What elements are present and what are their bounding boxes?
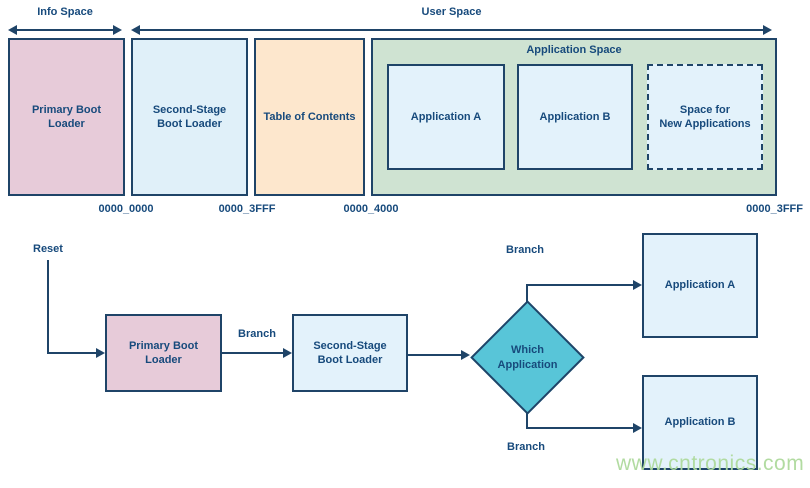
decision-which-application: Which Application xyxy=(470,300,585,415)
reset-label: Reset xyxy=(33,243,63,255)
branch-label-1: Branch xyxy=(238,328,276,340)
user-space-label: User Space xyxy=(421,6,482,18)
reset-connector-horizontal xyxy=(47,352,97,354)
flow-application-b: Application B xyxy=(642,375,758,470)
info-space-label: Info Space xyxy=(37,6,93,18)
user-space-arrowhead-right-icon xyxy=(763,25,772,35)
decision-arrow-head-icon xyxy=(461,350,470,360)
slot-application-b: Application B xyxy=(517,64,633,170)
flow-second-stage-boot-loader: Second-Stage Boot Loader xyxy=(292,314,408,392)
branch-top-vertical xyxy=(526,285,528,303)
watermark-text: www.cntronics.com xyxy=(616,452,805,475)
region-primary-boot-loader: Primary Boot Loader xyxy=(8,38,125,196)
address-0000-3fff: 0000_3FFF xyxy=(218,203,276,215)
region-table-of-contents: Table of Contents xyxy=(254,38,365,196)
branch-bottom-vertical xyxy=(526,412,528,429)
user-space-arrowhead-left-icon xyxy=(131,25,140,35)
info-space-arrowhead-left-icon xyxy=(8,25,17,35)
branch-label-bottom: Branch xyxy=(507,441,545,453)
branch-label-top: Branch xyxy=(506,244,544,256)
decision-arrow-line xyxy=(408,354,462,356)
address-0000-3fff-end: 0000_3FFF xyxy=(746,203,803,215)
info-space-arrowhead-right-icon xyxy=(113,25,122,35)
info-space-arrow-line xyxy=(15,29,115,31)
flow-primary-boot-loader: Primary Boot Loader xyxy=(105,314,222,392)
decision-label: Which Application xyxy=(497,344,558,371)
branch-top-horizontal xyxy=(526,284,634,286)
slot-space-for-new-applications: Space for New Applications xyxy=(647,64,763,170)
flow-application-a: Application A xyxy=(642,233,758,338)
address-0000-4000: 0000_4000 xyxy=(343,203,399,215)
reset-arrowhead-icon xyxy=(96,348,105,358)
address-0000-0000: 0000_0000 xyxy=(98,203,154,215)
reset-connector-vertical xyxy=(47,260,49,354)
branch-bottom-horizontal xyxy=(526,427,634,429)
region-second-stage-boot-loader: Second-Stage Boot Loader xyxy=(131,38,248,196)
slot-application-a: Application A xyxy=(387,64,505,170)
application-space-label: Application Space xyxy=(526,44,622,56)
user-space-arrow-line xyxy=(139,29,764,31)
branch-bottom-arrowhead-icon xyxy=(633,423,642,433)
branch-arrow-1-head-icon xyxy=(283,348,292,358)
branch-top-arrowhead-icon xyxy=(633,280,642,290)
branch-arrow-1-line xyxy=(222,352,284,354)
